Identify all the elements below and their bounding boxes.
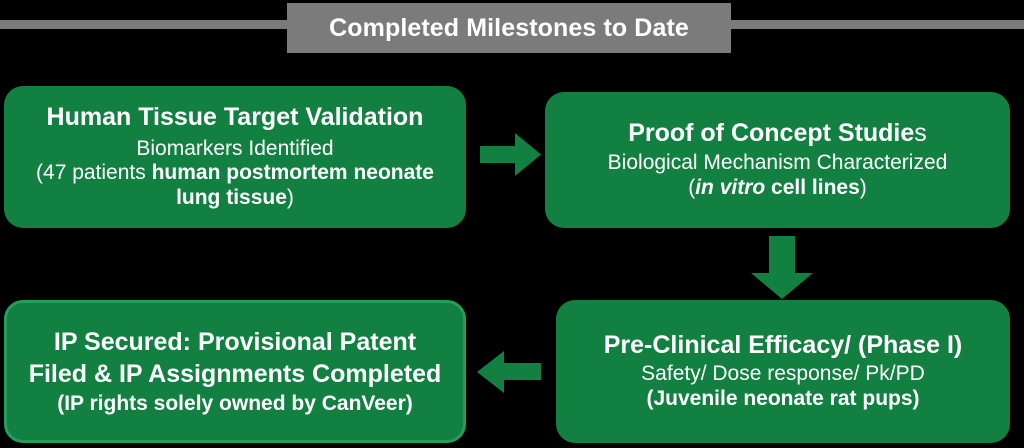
milestone-subtitle: Biological Mechanism Characterized [607,150,948,174]
page-title: Completed Milestones to Date [329,13,689,42]
milestone-detail-emphasis: cell lines [765,175,860,199]
milestone-heading-line1: IP Secured: Provisional Patent [53,327,417,356]
milestone-heading: Proof of Concept Studies [628,119,927,149]
milestone-subtitle: Safety/ Dose response/ Pk/PD [641,362,925,386]
milestone-card-ip-secured[interactable]: IP Secured: Provisional Patent Filed & I… [4,300,466,443]
milestone-detail-suffix: ) [859,175,867,199]
milestone-heading: Pre-Clinical Efficacy/ (Phase I) [603,330,963,359]
milestone-heading-bold: Proof of Concept Studie [628,119,915,148]
milestone-heading-tail: s [914,119,927,148]
milestone-heading: Human Tissue Target Validation [46,103,424,132]
milestone-heading-line2: Filed & IP Assignments Completed [28,360,442,389]
milestone-detail: (Juvenile neonate rat pups) [646,387,920,411]
milestone-subtitle: Biomarkers Identified [136,136,334,160]
milestone-detail-prefix: (47 patients [36,161,152,185]
milestone-detail-suffix: ) [286,186,294,210]
milestone-detail: (IP rights solely owned by CanVeer) [57,391,413,415]
milestone-card-proof-of-concept[interactable]: Proof of Concept Studies Biological Mech… [545,92,1010,228]
milestone-detail: (47 patients human postmortem neonate lu… [14,161,456,211]
milestone-detail-emphasis: human postmortem neonate lung tissue [151,161,434,210]
milestone-detail-italic: in vitro [695,175,766,199]
title-banner: Completed Milestones to Date [287,3,731,53]
milestone-detail-prefix: ( [688,175,696,199]
arrow-left-icon [477,351,541,393]
arrow-right-icon [480,133,541,176]
milestone-card-target-validation[interactable]: Human Tissue Target Validation Biomarker… [4,86,466,228]
arrow-down-icon [751,236,813,299]
milestone-card-preclinical-efficacy[interactable]: Pre-Clinical Efficacy/ (Phase I) Safety/… [556,300,1010,443]
milestone-detail: (in vitro cell lines) [688,176,867,201]
